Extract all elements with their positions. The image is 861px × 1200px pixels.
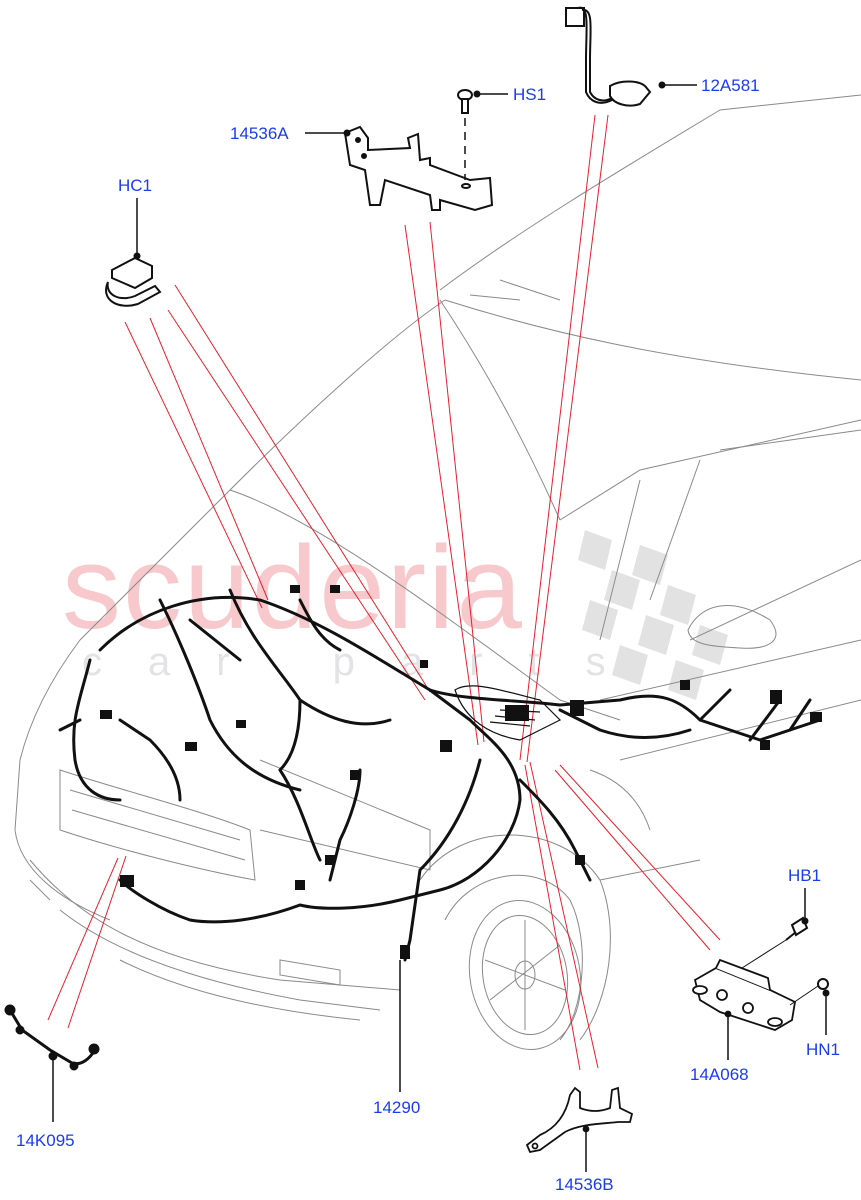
- main-harness-14290: [58, 588, 822, 962]
- part-label-hs1[interactable]: HS1: [513, 85, 547, 104]
- sensor-12a581-artwork: [565, 6, 666, 107]
- checkered-flag-watermark: [578, 530, 728, 700]
- pointer-lines: [47, 114, 721, 1071]
- part-label-14a068[interactable]: 14A068: [690, 1065, 749, 1084]
- part-label-hc1[interactable]: HC1: [118, 176, 153, 195]
- part-label-14536a[interactable]: 14536A: [230, 124, 289, 143]
- leader-lines: [52, 84, 827, 1172]
- nut-hn1-artwork: [789, 978, 830, 1006]
- part-label-14k095[interactable]: 14K095: [16, 1131, 75, 1150]
- bolt-hb1-artwork: [741, 916, 809, 969]
- junction-block-14a068-artwork: [692, 958, 796, 1031]
- part-label-14290[interactable]: 14290: [373, 1098, 421, 1117]
- jumper-harness-14k095-artwork: [4, 1004, 100, 1071]
- part-label-12a581[interactable]: 12A581: [701, 76, 760, 95]
- bracket-14536b-artwork: [525, 1086, 634, 1154]
- clip-hc1-artwork: [105, 252, 162, 307]
- engine-cover: [454, 685, 562, 741]
- part-label-14536b[interactable]: 14536B: [555, 1175, 614, 1194]
- part-label-hn1[interactable]: HN1: [806, 1040, 841, 1059]
- bracket-14536a-artwork: [343, 125, 494, 212]
- vehicle-body-outline: [14, 94, 861, 1050]
- part-label-hb1[interactable]: HB1: [788, 866, 822, 885]
- screw-hs1-artwork: [457, 89, 481, 180]
